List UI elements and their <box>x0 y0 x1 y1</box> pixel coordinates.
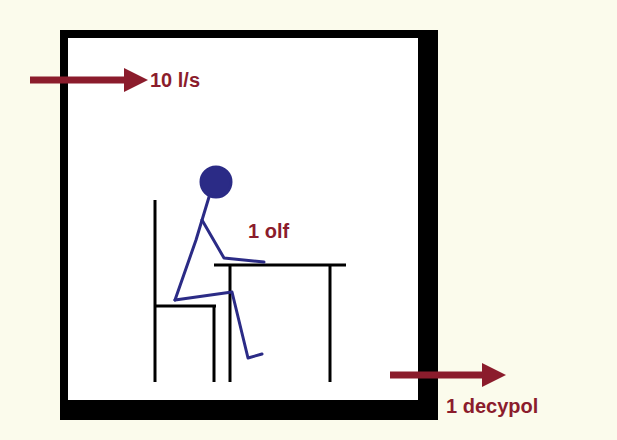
seated-person <box>175 167 264 358</box>
room-interior <box>68 38 418 400</box>
pollution-source: 1 olf <box>248 219 289 243</box>
air-arrows <box>30 68 506 387</box>
perceived-quality: 1 decypol <box>446 394 538 418</box>
table <box>214 265 346 382</box>
airflow-rate: 10 l/s <box>150 68 200 92</box>
room-wall <box>60 30 438 420</box>
